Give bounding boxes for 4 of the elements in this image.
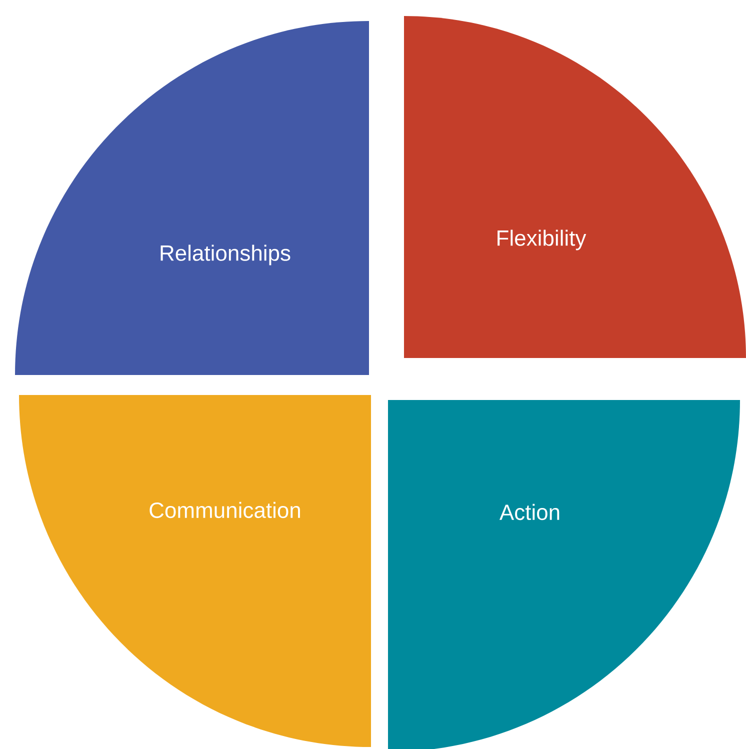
quadrant-segment: Relationships <box>15 21 369 375</box>
quadrant-segment: Action <box>388 400 740 749</box>
quadrant-segment: Communication <box>19 395 371 747</box>
quadrant-segment: Flexibility <box>404 16 746 358</box>
